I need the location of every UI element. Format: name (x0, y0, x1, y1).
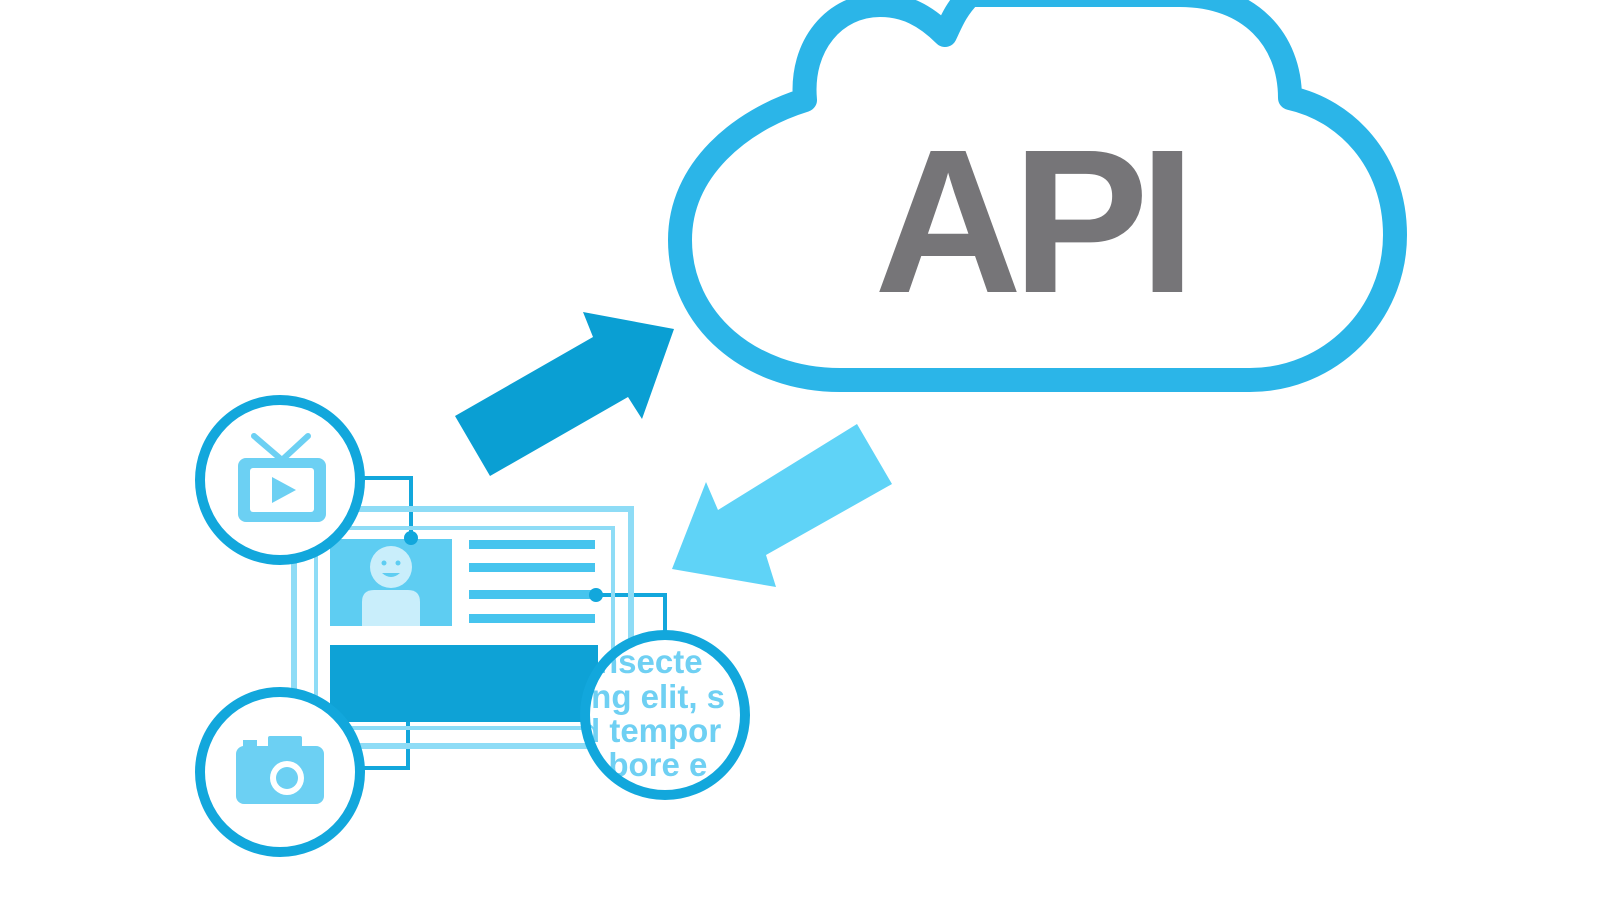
connector-dot-zoom (589, 588, 603, 602)
user-avatar-icon (330, 539, 452, 626)
connector-tv (360, 476, 413, 538)
connector-dot-tv (404, 531, 418, 545)
camera-icon-badge (195, 687, 365, 857)
cloud-outline (668, 0, 1407, 392)
arrow-from-api (672, 424, 892, 587)
card-inner-frame (314, 526, 615, 730)
api-label: API (874, 107, 1186, 336)
tv-icon-badge (195, 395, 365, 565)
connector-zoom (596, 593, 667, 640)
arrow-to-api (455, 312, 674, 476)
connector-camera (360, 720, 410, 770)
tv-play-icon (238, 433, 326, 522)
card-frame (291, 506, 634, 749)
zoom-text-line-3: d tempor (580, 712, 721, 749)
zoom-lens: nsecte ing elit, s d tempor abore e (580, 630, 750, 800)
camera-icon (236, 736, 324, 804)
web-page-card (291, 506, 634, 749)
api-cloud: API (668, 0, 1407, 392)
card-text-lines (469, 540, 595, 623)
connectors (360, 476, 667, 770)
zoom-text-line-2: ing elit, s (582, 678, 725, 715)
card-content-block (330, 645, 598, 722)
